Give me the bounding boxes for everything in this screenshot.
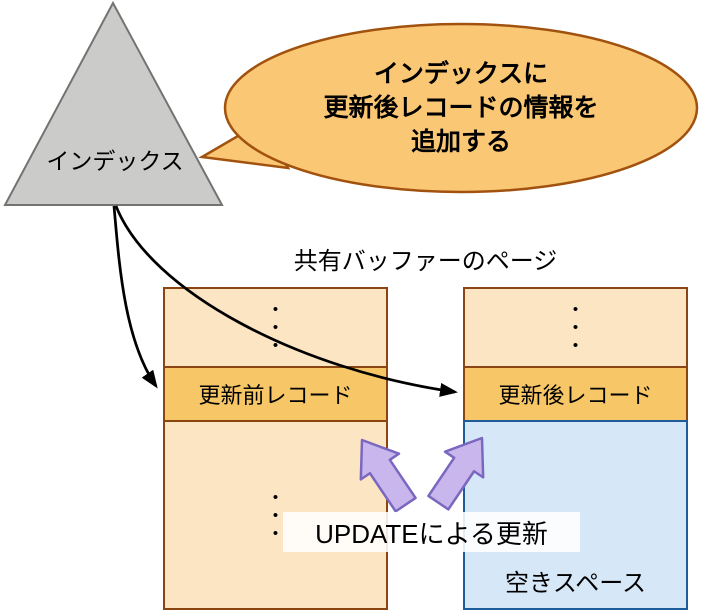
index-label: インデックス (46, 148, 184, 174)
left-bottom-vertical-ellipsis: • • • (163, 489, 388, 543)
dot: • (272, 319, 279, 336)
dot: • (272, 489, 279, 506)
dot: • (272, 337, 279, 354)
new-record-label: 更新後レコード (498, 383, 653, 408)
right-page-new-record-band: 更新後レコード (463, 366, 688, 422)
callout-line: インデックスに (373, 60, 549, 88)
arrow-index-to-old-record (112, 205, 158, 389)
callout-line: 更新後レコードの情報を (323, 94, 599, 122)
buffer-page-title: 共有バッファーのページ (293, 248, 558, 275)
update-caption: UPDATEによる更新 (283, 512, 580, 552)
dot: • (572, 337, 579, 354)
dot: • (272, 507, 279, 524)
left-page-old-record-band: 更新前レコード (163, 366, 388, 422)
callout-text: インデックスに 更新後レコードの情報を 追加する (249, 57, 673, 159)
left-top-vertical-ellipsis: • • • (163, 301, 388, 355)
dot: • (272, 301, 279, 318)
old-record-label: 更新前レコード (198, 383, 353, 408)
dot: • (572, 301, 579, 318)
dot: • (272, 525, 279, 542)
right-top-vertical-ellipsis: • • • (463, 301, 688, 355)
dot: • (572, 319, 579, 336)
free-space-label: 空きスペース (504, 570, 647, 597)
callout-line: 追加する (410, 128, 511, 156)
